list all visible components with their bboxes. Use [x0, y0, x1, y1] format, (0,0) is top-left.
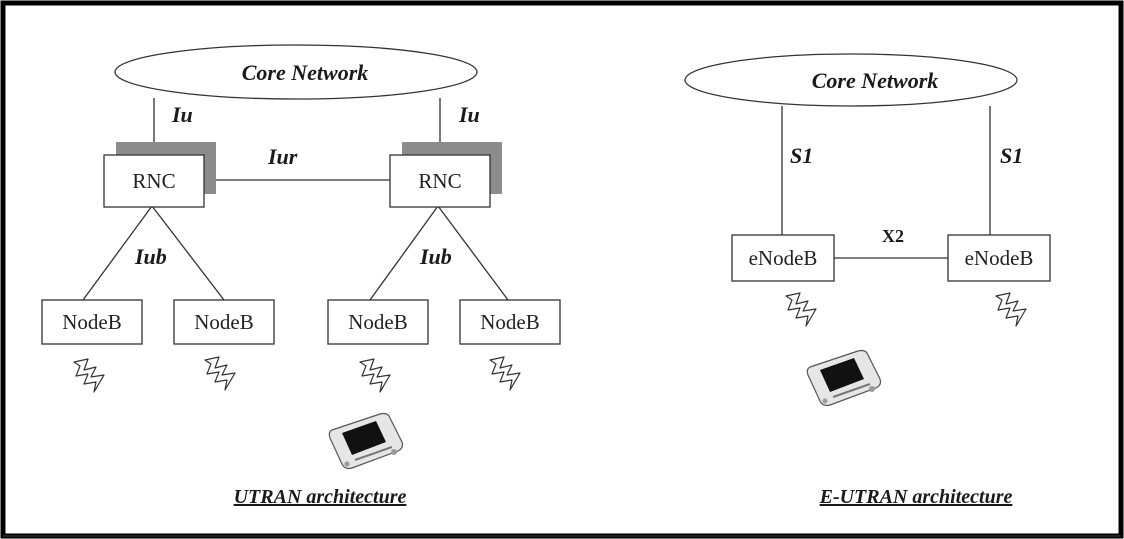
eutran-caption: E-UTRAN architecture	[819, 486, 1013, 508]
utran-caption: UTRAN architecture	[234, 486, 407, 508]
lightning-icon	[785, 292, 817, 327]
utran-iu-right-label: Iu	[458, 102, 480, 127]
nodeb-2: NodeB	[173, 299, 275, 345]
mobile-phone-icon	[806, 349, 882, 407]
eutran-s1-left-label: S1	[790, 143, 813, 168]
lightning-icon	[359, 358, 391, 393]
nodeb-4: NodeB	[459, 299, 561, 345]
eutran-s1-right-label: S1	[1000, 143, 1023, 168]
enodeb-right-label: eNodeB	[965, 246, 1034, 270]
nodeb-3: NodeB	[327, 299, 429, 345]
eutran-core-network-label: Core Network	[812, 68, 939, 93]
nodeb-1: NodeB	[41, 299, 143, 345]
rnc-left-node: RNC	[103, 142, 216, 208]
rnc-right-label: RNC	[418, 169, 461, 193]
nodeb-4-label: NodeB	[480, 310, 540, 334]
nodeb-1-label: NodeB	[62, 310, 122, 334]
utran-iu-left-label: Iu	[171, 102, 193, 127]
utran-iub-link-1	[82, 205, 153, 301]
utran-iub-link-2	[151, 205, 225, 301]
utran-iub-link-4	[437, 205, 509, 301]
lightning-icon	[204, 356, 236, 391]
utran-iub-right-label: Iub	[419, 244, 452, 269]
enodeb-left-label: eNodeB	[749, 246, 818, 270]
rnc-left-label: RNC	[132, 169, 175, 193]
utran-iub-left-label: Iub	[134, 244, 167, 269]
lightning-icon	[995, 292, 1027, 327]
lightning-icon	[489, 356, 521, 391]
enodeb-right: eNodeB	[947, 234, 1051, 282]
utran-architecture: Core Network Iu Iu Iur Iub Iub RNC RNC	[41, 44, 561, 508]
eutran-core-network-ellipse	[684, 53, 1018, 107]
utran-iur-label: Iur	[267, 144, 298, 169]
lightning-icon	[73, 358, 105, 393]
utran-core-network-label: Core Network	[242, 60, 369, 85]
mobile-phone-icon	[328, 412, 404, 470]
utran-core-network-ellipse	[114, 44, 478, 100]
nodeb-3-label: NodeB	[348, 310, 408, 334]
utran-iub-link-3	[369, 205, 439, 301]
enodeb-left: eNodeB	[731, 234, 835, 282]
eutran-x2-label: X2	[882, 226, 904, 246]
rnc-right-node: RNC	[389, 142, 502, 208]
nodeb-2-label: NodeB	[194, 310, 254, 334]
eutran-architecture: Core Network S1 S1 X2 eNodeB eNodeB E-UT…	[684, 53, 1051, 508]
